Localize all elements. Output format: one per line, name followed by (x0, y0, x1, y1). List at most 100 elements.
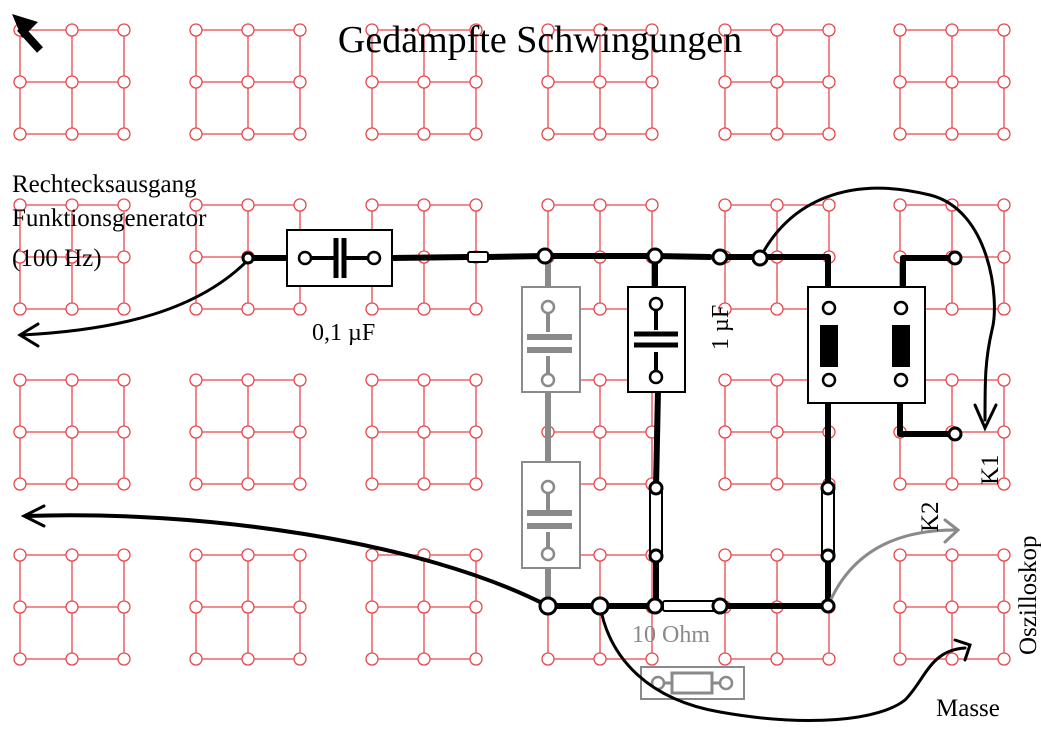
grid-pin (293, 127, 307, 141)
grid-pin (365, 652, 379, 666)
grid-pin (65, 250, 79, 264)
grid-pin (13, 548, 27, 562)
grid-pin (293, 600, 307, 614)
grid-pin (997, 652, 1011, 666)
oscilloscope-label: Oszilloskop (1015, 536, 1041, 655)
grid-pin (469, 600, 483, 614)
grid-pin (365, 548, 379, 562)
probe-cables (17, 186, 998, 723)
grid-pin (822, 127, 836, 141)
grid-pin (417, 373, 431, 387)
grid-pin (293, 425, 307, 439)
capacitor-0-1uf (286, 229, 393, 287)
grid-pin (945, 600, 959, 614)
grid-pin (241, 198, 255, 212)
grid-pin (893, 600, 907, 614)
grid-pin (293, 652, 307, 666)
grid-pin (770, 652, 784, 666)
grid-pin (945, 127, 959, 141)
wire-bridges (467, 251, 835, 612)
grid-pin (65, 548, 79, 562)
grid-pin (365, 373, 379, 387)
grid-pin (365, 198, 379, 212)
grid-pin (997, 548, 1011, 562)
grid-pin (65, 75, 79, 89)
grid-pin (593, 75, 607, 89)
grid-pin (65, 127, 79, 141)
grid-pin (293, 75, 307, 89)
grid-pin (241, 548, 255, 562)
grid-pin (770, 75, 784, 89)
grid-pin (997, 250, 1011, 264)
grid-pin (365, 302, 379, 316)
grid-pin (241, 477, 255, 491)
grid-pin (718, 425, 732, 439)
grid-pin (13, 75, 27, 89)
grid-pin (469, 23, 483, 37)
grid-pin (365, 23, 379, 37)
grid-pin (13, 250, 27, 264)
grid-pin (541, 198, 555, 212)
grid-pin (593, 425, 607, 439)
grid-pin (189, 198, 203, 212)
grid-pin (893, 23, 907, 37)
grid-pin (893, 127, 907, 141)
grid-pin (770, 425, 784, 439)
grid-pin (718, 23, 732, 37)
grid-pin (541, 75, 555, 89)
grid-pin (718, 652, 732, 666)
grid-pin (293, 302, 307, 316)
grid-pin (65, 425, 79, 439)
grid-pin (997, 425, 1011, 439)
grid-pin (13, 600, 27, 614)
grid-pin (293, 548, 307, 562)
grid-pin (189, 600, 203, 614)
grid-pin (541, 127, 555, 141)
ground-label: Masse (936, 695, 1000, 722)
grey-capacitor-top (521, 286, 581, 393)
grid-pin (997, 198, 1011, 212)
grid-pin (718, 302, 732, 316)
grid-pin (997, 600, 1011, 614)
grid-pin (117, 302, 131, 316)
grid-pin (117, 75, 131, 89)
channel-k2-label: K2 (917, 501, 944, 532)
grid-pin (718, 477, 732, 491)
grid-pin (645, 652, 659, 666)
grid-pin (997, 127, 1011, 141)
grid-pin (469, 425, 483, 439)
diagram-title: Gedämpfte Schwingungen (338, 19, 742, 61)
grid-pin (189, 548, 203, 562)
relay-module (807, 286, 926, 404)
grid-pin (13, 198, 27, 212)
grid-pin (241, 652, 255, 666)
grid-pin (645, 75, 659, 89)
grid-pin (945, 652, 959, 666)
grid-pin (117, 600, 131, 614)
grid-pin (13, 652, 27, 666)
grid-pin (117, 198, 131, 212)
grid-pin (293, 23, 307, 37)
grid-pin (893, 548, 907, 562)
wire-nodes (241, 247, 963, 616)
grid-pin (117, 548, 131, 562)
source-label-line3: (100 Hz) (12, 245, 102, 272)
grid-pin (189, 477, 203, 491)
grid-pin (770, 198, 784, 212)
grid-pin (718, 548, 732, 562)
grid-pin (241, 75, 255, 89)
capacitor-1uf (627, 286, 686, 393)
grid-pin (65, 600, 79, 614)
grid-pin (417, 652, 431, 666)
grid-pin (593, 127, 607, 141)
source-label-line1: Rechtecksausgang (12, 171, 197, 198)
grid-pin (718, 75, 732, 89)
grid-pin (541, 652, 555, 666)
grid-pin (65, 302, 79, 316)
grid-pin (117, 425, 131, 439)
grid-pin (189, 652, 203, 666)
grid-pin (117, 373, 131, 387)
grid-pin (770, 127, 784, 141)
grid-pin (945, 75, 959, 89)
